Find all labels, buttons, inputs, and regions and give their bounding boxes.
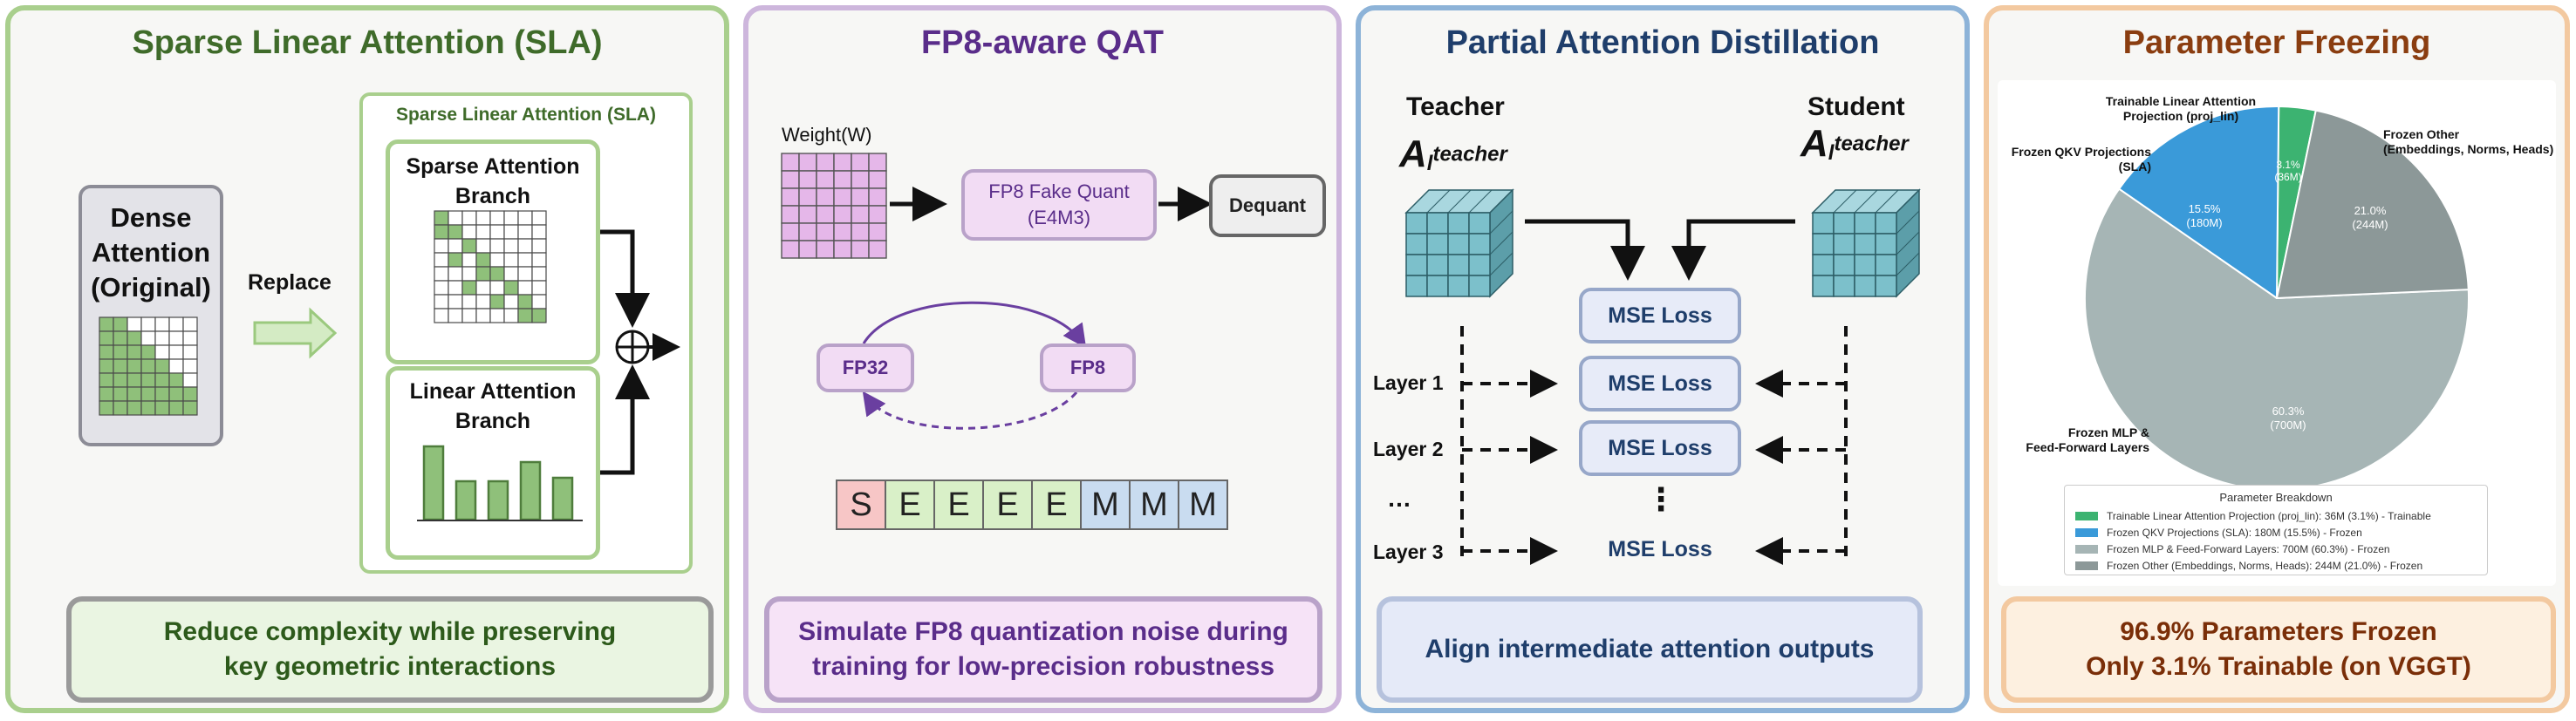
mse-loss-layer-3: MSE Loss: [1608, 537, 1712, 561]
fp8-bit-cell: E: [885, 480, 935, 530]
teacher-symbol-sub: l: [1426, 152, 1433, 176]
fp8-box: FP8: [1040, 343, 1136, 392]
pie-slice: [2084, 187, 2470, 491]
legend-swatch: [2075, 527, 2098, 537]
legend-text: Trainable Linear Attention Projection (p…: [2107, 509, 2431, 522]
student-symbol-sub: l: [1828, 141, 1835, 166]
fp8-bit-cell: M: [1080, 480, 1131, 530]
parameter-pie-chart: [2084, 105, 2470, 491]
replace-arrow: [253, 307, 338, 359]
pie-legend: Parameter Breakdown Trainable Linear Att…: [2064, 485, 2488, 575]
fp8-bit-cell: M: [1178, 480, 1228, 530]
legend-entry: Trainable Linear Attention Projection (p…: [2075, 507, 2487, 524]
qat-panel: FP8-aware QAT Weight(W) FP8 Fake Quant (…: [743, 5, 1342, 713]
sla-caption: Reduce complexity while preserving key g…: [66, 596, 714, 703]
pie-slice: [2117, 105, 2280, 300]
fp8-bit-cell: M: [1129, 480, 1179, 530]
fp8-bit-cell: E: [982, 480, 1033, 530]
linear-branch-box: [386, 366, 600, 560]
distillation-arrows: [1460, 219, 1848, 565]
teacher-attention-cube: [1404, 188, 1514, 298]
layer-ellipsis-label: …: [1387, 485, 1411, 512]
pad-title: Partial Attention Distillation: [1445, 24, 1880, 61]
label-frozen-mlp: Frozen MLP & Feed-Forward Layers: [2026, 425, 2149, 454]
replace-label: Replace: [248, 270, 331, 295]
fp8-fake-quant-box: FP8 Fake Quant (E4M3): [961, 169, 1157, 241]
linear-attention-bars: [417, 445, 583, 521]
pct-mlp: 60.3% (700M): [2270, 405, 2306, 432]
teacher-attention-symbol: Alteacher: [1399, 133, 1507, 176]
freeze-title: Parameter Freezing: [2122, 24, 2431, 61]
fp8-bit-cell: S: [836, 480, 886, 530]
fp8-bit-cell: E: [933, 480, 984, 530]
student-symbol-base: A: [1800, 122, 1828, 165]
sla-title: Sparse Linear Attention (SLA): [132, 24, 603, 61]
legend-swatch: [2075, 561, 2098, 570]
pad-panel: Partial Attention Distillation Teacher S…: [1356, 5, 1970, 713]
teacher-label: Teacher: [1406, 92, 1505, 121]
weight-matrix: [781, 153, 887, 259]
legend-entry: Frozen QKV Projections (SLA): 180M (15.5…: [2075, 524, 2487, 541]
fp32-box: FP32: [817, 343, 914, 392]
sla-panel: Sparse Linear Attention (SLA) Dense Atte…: [5, 5, 729, 713]
legend-swatch: [2075, 511, 2098, 520]
mse-loss-layer-1: MSE Loss: [1579, 356, 1741, 412]
teacher-symbol-base: A: [1399, 133, 1427, 175]
legend-swatch: [2075, 544, 2098, 554]
student-attention-symbol: Alteacher: [1800, 122, 1909, 166]
freeze-caption: 96.9% Parameters Frozen Only 3.1% Traina…: [2001, 596, 2556, 703]
mse-loss-layer-2: MSE Loss: [1579, 420, 1741, 476]
legend-text: Frozen Other (Embeddings, Norms, Heads):…: [2107, 559, 2423, 572]
freeze-panel: Parameter Freezing Trainable Linear Atte…: [1984, 5, 2570, 713]
legend-rows: Trainable Linear Attention Projection (p…: [2075, 507, 2487, 574]
pad-caption: Align intermediate attention outputs: [1377, 596, 1923, 703]
dense-cell: [182, 400, 198, 416]
qat-title: FP8-aware QAT: [920, 24, 1165, 61]
weight-label: Weight(W): [782, 124, 872, 146]
label-frozen-qkv: Frozen QKV Projections (SLA): [2011, 145, 2151, 173]
pct-trainable: 3.1% (36M): [2274, 159, 2302, 183]
sla-merge-arrows: [600, 229, 680, 475]
layer-2-label: Layer 2: [1373, 438, 1444, 460]
student-label: Student: [1807, 92, 1905, 121]
linear-branch-label: Linear Attention Branch: [409, 379, 577, 433]
layer-1-label: Layer 1: [1373, 371, 1444, 394]
legend-text: Frozen QKV Projections (SLA): 180M (15.5…: [2107, 526, 2362, 539]
qat-caption: Simulate FP8 quantization noise during t…: [764, 596, 1322, 703]
qat-flow-arrows: [862, 187, 1213, 430]
dequant-box: Dequant: [1209, 174, 1326, 237]
sla-inner-title: Sparse Linear Attention (SLA): [396, 105, 656, 125]
teacher-symbol-sup: teacher: [1432, 142, 1507, 167]
student-symbol-sup: teacher: [1834, 132, 1909, 156]
weight-cell: [868, 240, 887, 259]
layer-3-label: Layer 3: [1373, 541, 1444, 563]
fp8-bit-cell: E: [1031, 480, 1082, 530]
label-frozen-other: Frozen Other (Embeddings, Norms, Heads): [2383, 127, 2554, 156]
dense-attention-label: Dense Attention (Original): [91, 202, 211, 303]
mse-loss-top: MSE Loss: [1579, 288, 1741, 343]
pct-other: 21.0% (244M): [2352, 204, 2388, 231]
sparse-attention-matrix: [434, 210, 547, 323]
legend-title: Parameter Breakdown: [2219, 491, 2333, 504]
dense-attention-matrix: [99, 316, 198, 416]
pct-qkv: 15.5% (180M): [2186, 202, 2223, 229]
sparse-cell: [531, 308, 547, 323]
legend-entry: Frozen Other (Embeddings, Norms, Heads):…: [2075, 557, 2487, 574]
student-attention-cube: [1811, 188, 1921, 298]
attention-cubes: [1404, 188, 1921, 298]
pie-slice: [2275, 109, 2470, 300]
label-trainable-proj: Trainable Linear Attention Projection (p…: [2105, 94, 2257, 123]
legend-entry: Frozen MLP & Feed-Forward Layers: 700M (…: [2075, 541, 2487, 557]
mse-vertical-ellipsis: ⋮: [1645, 481, 1677, 517]
legend-text: Frozen MLP & Feed-Forward Layers: 700M (…: [2107, 542, 2390, 555]
sparse-branch-label: Sparse Attention Branch: [406, 154, 580, 208]
